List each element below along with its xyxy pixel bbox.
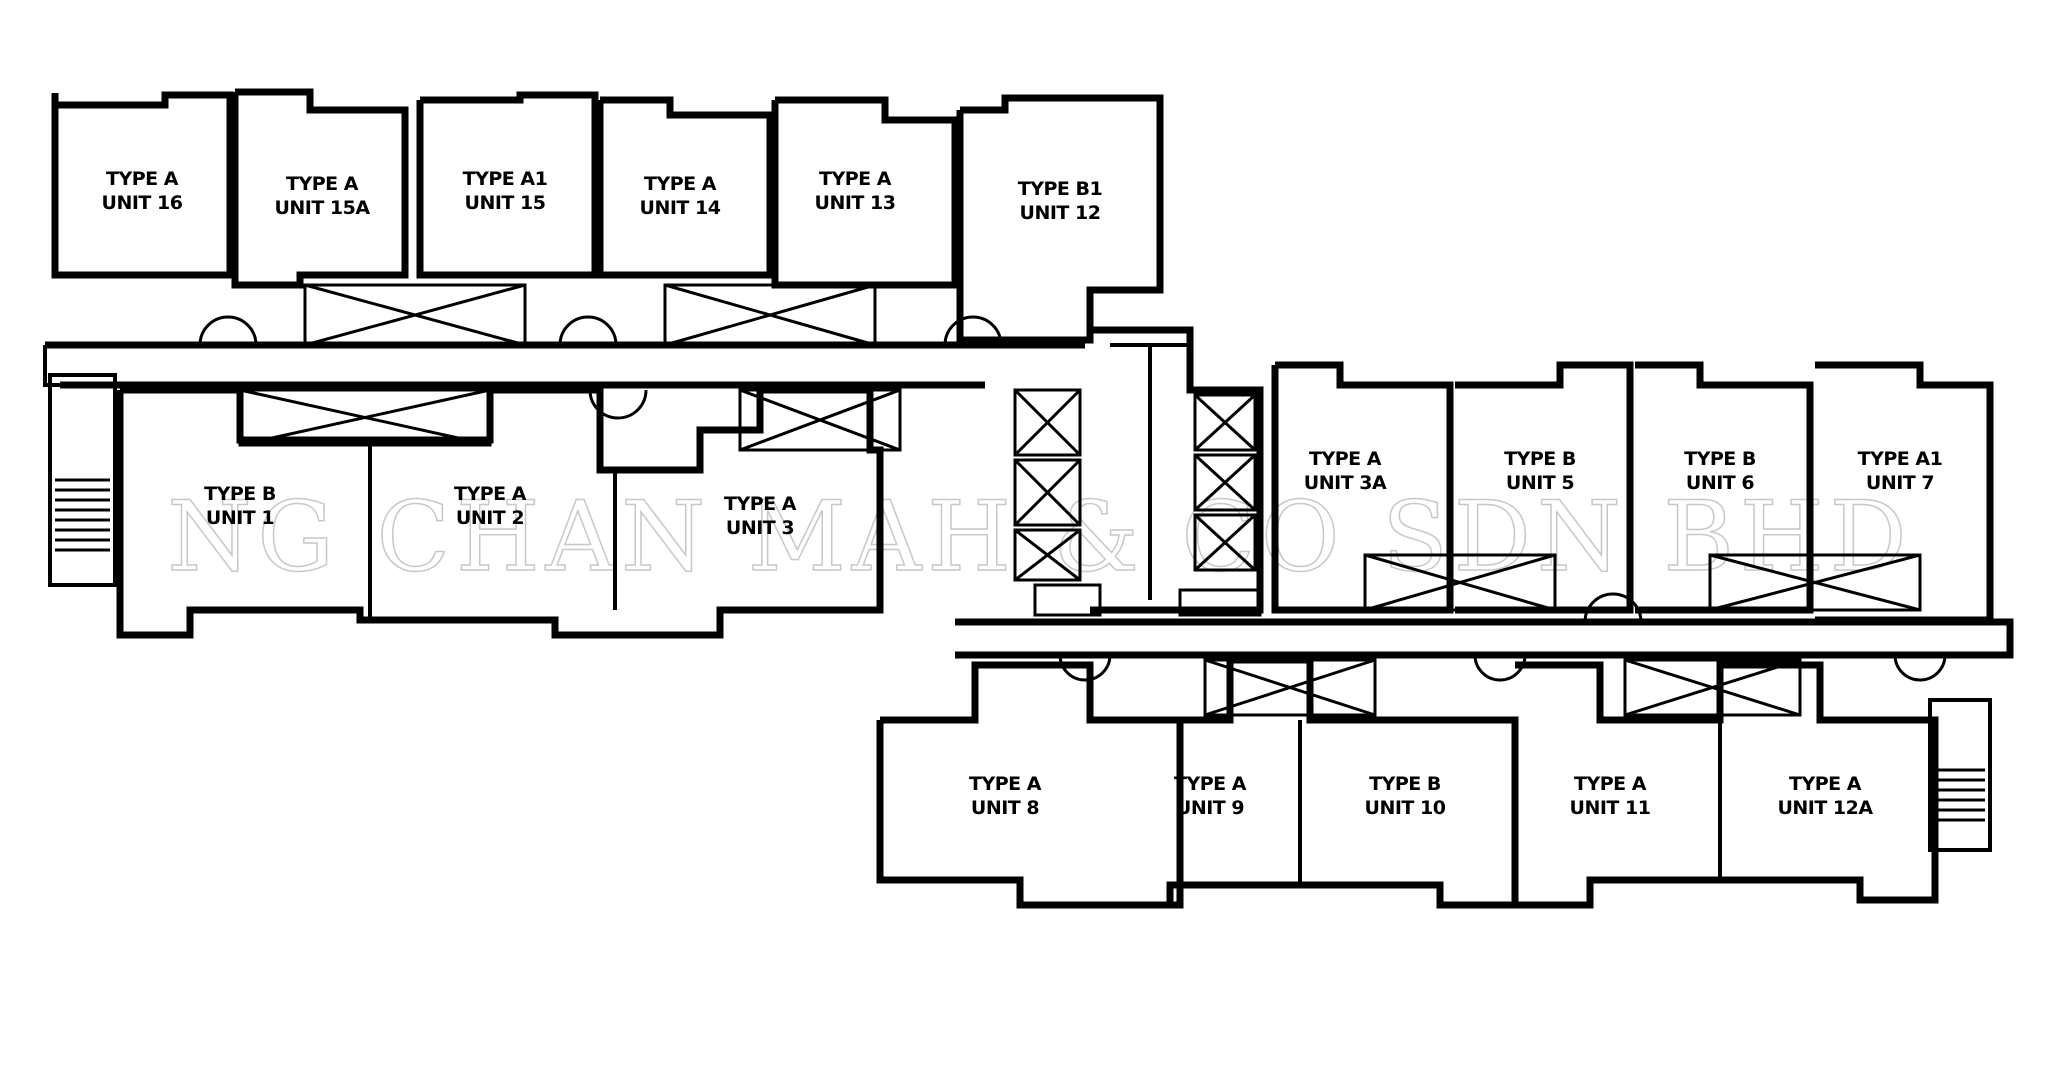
unit-number-text: UNIT 2 <box>456 507 524 529</box>
unit-type-text: TYPE A <box>1789 773 1862 795</box>
right-lower-row <box>876 656 1939 909</box>
unit-number-text: UNIT 3A <box>1304 472 1387 494</box>
unit-number-text: UNIT 1 <box>206 507 274 529</box>
unit-type-text: TYPE A1 <box>463 168 548 190</box>
right-staircase <box>1928 698 1992 852</box>
unit-number-text: UNIT 7 <box>1866 472 1934 494</box>
unit-type-text: TYPE A <box>724 493 797 515</box>
unit-type-text: TYPE A1 <box>1858 448 1943 470</box>
right-upper-balcony-boxes <box>1363 553 1922 612</box>
unit-number-text: UNIT 11 <box>1570 797 1651 819</box>
unit-type-text: TYPE A <box>1309 448 1382 470</box>
unit-type-text: TYPE B <box>1684 448 1756 470</box>
unit-number-text: UNIT 10 <box>1365 797 1446 819</box>
upper-lower-balcony-boxes <box>238 388 902 452</box>
unit-type-text: TYPE A <box>454 483 527 505</box>
unit-type-text: TYPE A <box>286 173 359 195</box>
lift-shafts <box>1013 388 1262 617</box>
right-lower-balcony-boxes <box>1203 658 1802 717</box>
unit-type-text: TYPE B1 <box>1018 178 1102 200</box>
unit-number-text: UNIT 12 <box>1020 202 1101 224</box>
left-staircase <box>48 373 117 587</box>
unit-type-text: TYPE A <box>1574 773 1647 795</box>
lift-core <box>1090 326 1264 614</box>
unit-number-text: UNIT 15 <box>465 192 546 214</box>
unit-number-text: UNIT 9 <box>1176 797 1244 819</box>
unit-type-text: TYPE B <box>204 483 276 505</box>
unit-number-text: UNIT 15A <box>274 197 370 219</box>
unit-type-text: TYPE A <box>644 173 717 195</box>
unit-type-text: TYPE A <box>1174 773 1247 795</box>
upper-left-top-row <box>51 88 1164 344</box>
unit-type-text: TYPE A <box>106 168 179 190</box>
door-swings <box>198 315 1947 682</box>
unit-type-text: TYPE A <box>969 773 1042 795</box>
unit-number-text: UNIT 14 <box>640 197 721 219</box>
upper-corridor <box>43 341 1085 389</box>
unit-number-text: UNIT 16 <box>102 192 183 214</box>
unit-number-text: UNIT 12A <box>1777 797 1873 819</box>
watermark-text: NG CHAN MAH & CO SDN BHD <box>167 481 1912 593</box>
unit-type-text: TYPE A <box>819 168 892 190</box>
unit-type-text: TYPE B <box>1504 448 1576 470</box>
upper-balcony-boxes <box>303 283 877 347</box>
unit-number-text: UNIT 5 <box>1506 472 1574 494</box>
unit-number-text: UNIT 8 <box>971 797 1039 819</box>
unit-number-text: UNIT 13 <box>815 192 896 214</box>
unit-number-text: UNIT 6 <box>1686 472 1754 494</box>
right-corridor <box>955 618 2014 659</box>
unit-number-text: UNIT 3 <box>726 517 794 539</box>
unit-type-text: TYPE B <box>1369 773 1441 795</box>
